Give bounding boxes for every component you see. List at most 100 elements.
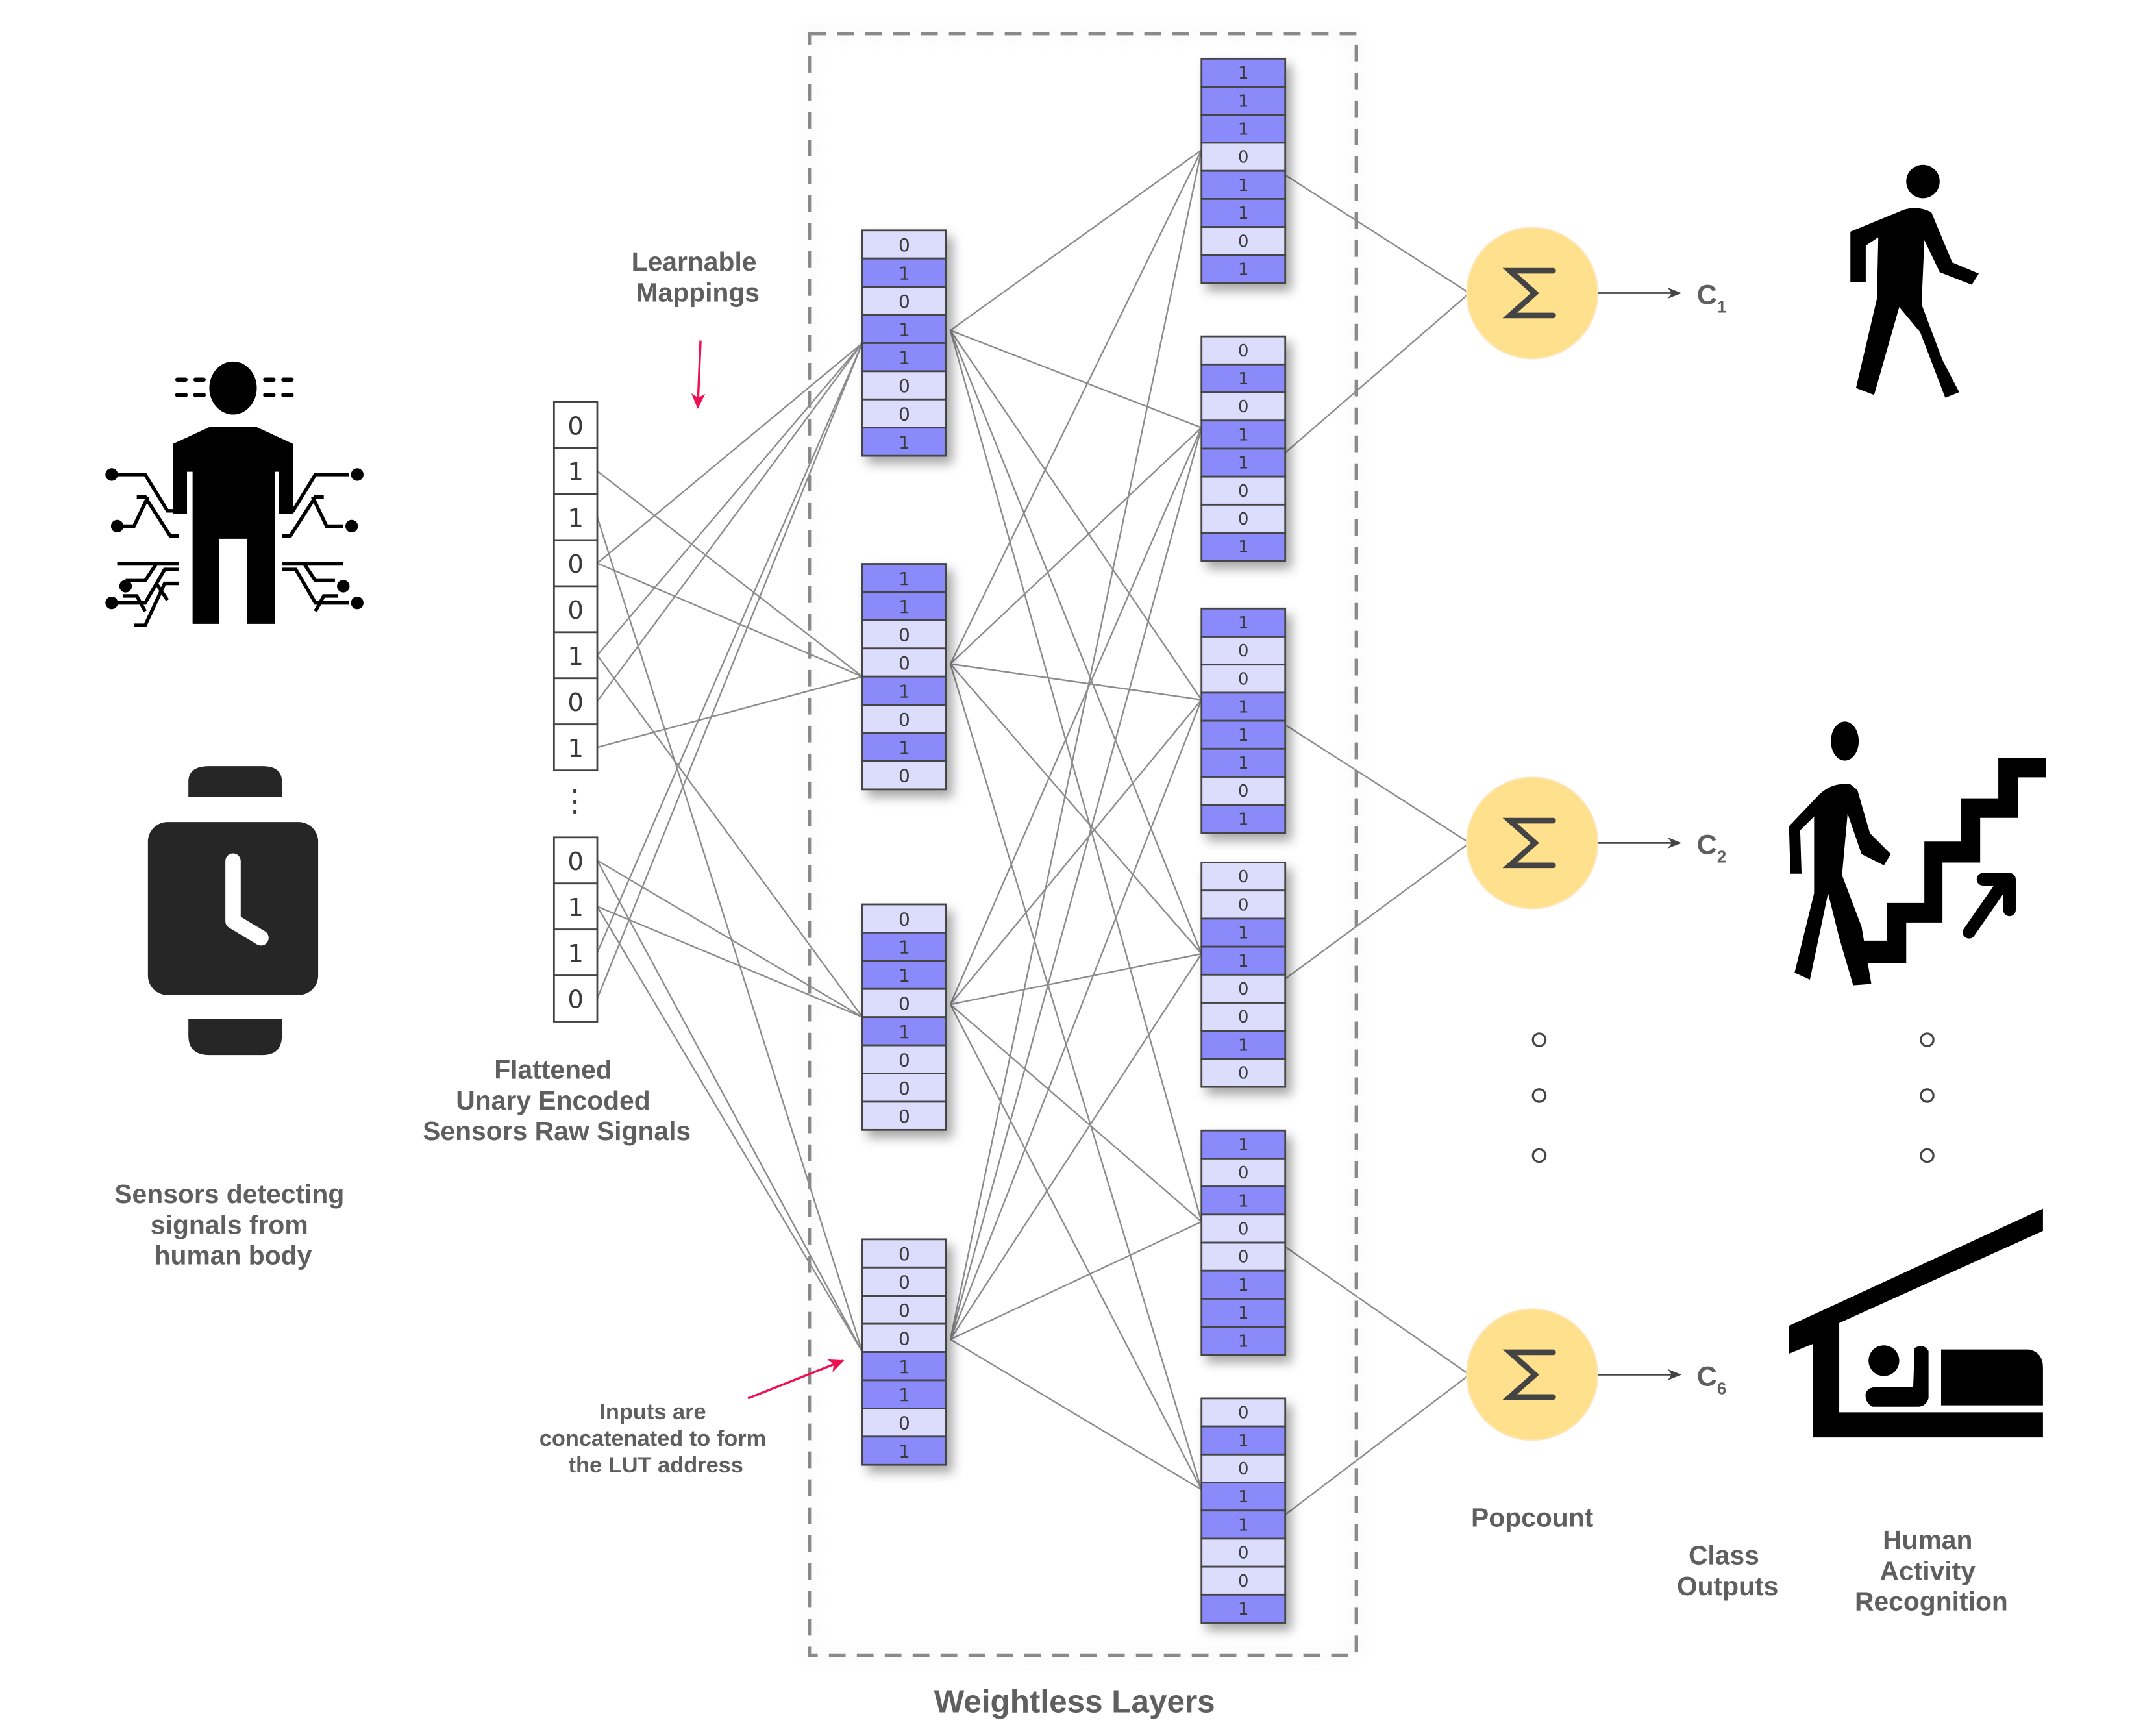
lut-bit-value: 1 — [1238, 369, 1248, 389]
layer-mapping-line — [950, 1338, 1202, 1491]
lut-bit-value: 0 — [898, 709, 910, 730]
lut-cell — [1200, 1002, 1287, 1032]
popcount-line — [1284, 292, 1470, 454]
input-bit-value: 0 — [567, 550, 584, 579]
lut-cell — [1200, 169, 1287, 200]
layer-mapping-line — [949, 149, 1202, 665]
input-mapping-line — [597, 906, 863, 1018]
popcount-line — [1285, 174, 1470, 294]
har-label: Human Activity Recognition — [1855, 1525, 2008, 1617]
lut-bit-value: 1 — [1238, 754, 1248, 773]
lut-bit-value: 0 — [1238, 1008, 1248, 1027]
input-bit-value: 1 — [567, 734, 584, 763]
sensors-caption: Sensors detecting signals from human bod… — [114, 1179, 351, 1271]
input-mapping-line — [597, 654, 863, 1018]
input-mapping-line — [597, 860, 863, 1018]
popcount-line — [1284, 1374, 1470, 1516]
lut-cell — [1200, 1482, 1287, 1512]
lut-bit-value: 0 — [898, 375, 910, 397]
sleeping-person-icon — [1789, 1208, 2043, 1438]
lut-bit-value: 1 — [898, 1384, 910, 1406]
lut-bit-value: 0 — [898, 1243, 910, 1265]
lut-bit-value: 0 — [1238, 1404, 1248, 1423]
weightless-layers-frame — [808, 32, 1359, 1657]
class-output-label: C1 — [1697, 280, 1726, 317]
lut-bit-value: 1 — [1238, 924, 1248, 943]
lut-cell — [1200, 335, 1287, 366]
lut-bit-value: 1 — [1238, 1304, 1248, 1323]
climbing-stairs-icon — [1789, 721, 2046, 986]
lut-cell — [1200, 254, 1287, 284]
layer-mapping-line — [949, 330, 1202, 954]
lut-bit-value: 0 — [1238, 1064, 1248, 1084]
lut-cell — [861, 987, 947, 1019]
layer-mapping-line — [949, 663, 1202, 954]
input-mapping-line — [596, 343, 863, 999]
lut-cell — [1200, 198, 1287, 229]
input-cell — [552, 401, 599, 449]
lut-bit-value: 1 — [898, 1356, 910, 1378]
lut-bit-value: 0 — [898, 993, 910, 1015]
weightless-layer-2: 1110110101011001100111010011001010100111… — [1200, 57, 1287, 1624]
layer-mapping-line — [949, 330, 1202, 701]
lut-cell — [1200, 142, 1287, 172]
lut-bit-value: 0 — [1238, 669, 1248, 689]
lut-cell — [1200, 1425, 1287, 1456]
input-a-bit: 1 — [552, 493, 599, 541]
lut-cell — [1200, 1298, 1287, 1328]
lut-bit-value: 1 — [898, 432, 910, 453]
input-cell — [552, 836, 599, 885]
lut-table — [861, 903, 947, 1131]
lut-cell — [861, 647, 947, 678]
lut-bit-value: 0 — [1238, 1544, 1248, 1563]
input-cell — [552, 974, 599, 1023]
class-outputs-label: Class Outputs — [1677, 1541, 1778, 1601]
lut-cell — [861, 1407, 947, 1438]
input-cell — [552, 539, 599, 588]
lut-bit-value: 1 — [1238, 952, 1248, 971]
lut-cell — [1200, 1241, 1287, 1272]
input-mapping-line — [597, 342, 863, 564]
popcount-line — [1285, 842, 1470, 980]
input-cell — [552, 928, 599, 977]
lut-bit-value: 1 — [1238, 1332, 1248, 1351]
lut-cell — [1200, 1058, 1287, 1088]
smartwatch-icon — [147, 766, 319, 1056]
input-cell — [552, 493, 599, 541]
input-b-bit: 0 — [552, 974, 599, 1023]
lut-bit-value: 1 — [898, 319, 910, 340]
lut-cell — [861, 932, 947, 962]
lut-cell — [1200, 503, 1287, 534]
sigma-icon — [1502, 1349, 1556, 1400]
lut-bit-value: 0 — [1238, 482, 1248, 501]
lut-bit-value: 1 — [1238, 614, 1248, 633]
lut-table — [861, 1238, 947, 1466]
lut-cell — [861, 675, 947, 706]
lut-cell — [861, 903, 947, 934]
lut-bit-value: 0 — [898, 1413, 910, 1434]
lut-bit-value: 1 — [1238, 204, 1248, 223]
popcount-line — [1285, 724, 1470, 844]
lut-cell — [1200, 747, 1287, 778]
layer-mapping-line — [949, 149, 1202, 1340]
lut-bit-value: 1 — [1238, 1515, 1248, 1535]
lut-cell — [1200, 889, 1287, 920]
lut-bit-value: 0 — [898, 652, 910, 674]
lut-bit-value: 0 — [898, 1078, 910, 1099]
lut-bit-value: 1 — [1238, 454, 1248, 473]
concat-note: Inputs are concatenated to form the LUT … — [539, 1400, 773, 1478]
lut-cell — [1200, 1397, 1287, 1428]
lut-cell — [861, 1100, 947, 1131]
layer-mapping-line — [950, 329, 1202, 428]
lut-cell — [1200, 363, 1287, 393]
lut-cell — [1200, 532, 1287, 562]
input-a-bit: 1 — [552, 631, 599, 680]
input-bit-value: 0 — [567, 986, 584, 1015]
lut-cell — [1200, 1269, 1287, 1300]
